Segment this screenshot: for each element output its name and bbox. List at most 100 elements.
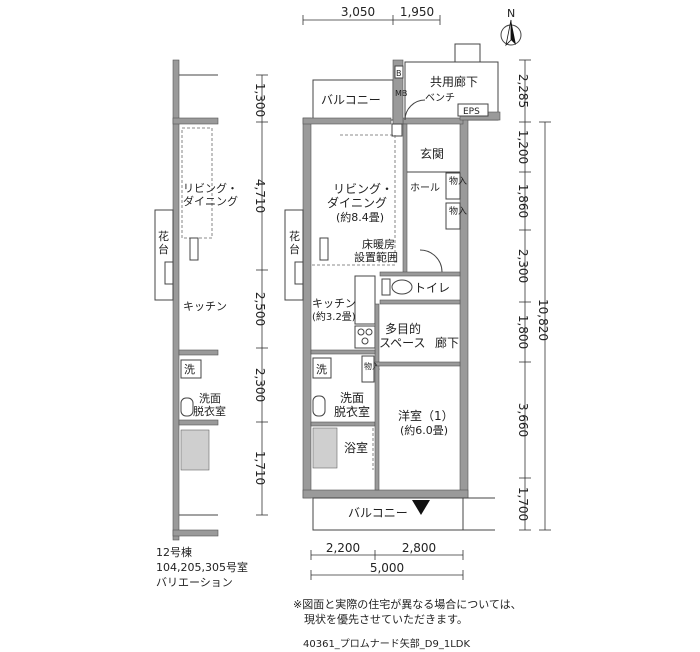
mb-label: MB	[395, 89, 407, 98]
floor-heating-label: 床暖房	[362, 237, 395, 251]
corridor-label: 廊下	[435, 335, 459, 350]
balcony-top-label: バルコニー	[321, 93, 381, 107]
variation-washer	[180, 359, 202, 379]
flower-bed-label: 花	[289, 230, 300, 243]
bath-label: 浴室	[344, 440, 368, 455]
variation-plan: 花 台 リビング・ ダイニング キッチン 洗 洗面 脱衣室 1,300 4,71…	[154, 59, 268, 541]
b-box	[394, 65, 404, 79]
outer-wall-top	[302, 117, 392, 125]
entrance-label: 玄関	[420, 146, 444, 161]
sink	[312, 395, 326, 417]
variation-wall	[178, 349, 219, 356]
corridor-stub	[454, 43, 481, 63]
toilet-bowl	[391, 279, 413, 295]
north-arrow-icon	[505, 19, 512, 47]
balcony-bottom-label: バルコニー	[348, 506, 408, 520]
dimension-label: 1,300	[253, 83, 267, 117]
flower-bed-label: 台	[289, 242, 300, 256]
dimension-label: 3,050	[341, 5, 375, 19]
toilet-wall	[379, 299, 461, 305]
western-room-area: (約6.0畳)	[400, 423, 448, 437]
dimension-label: 2,800	[402, 541, 436, 555]
ac-unit	[294, 261, 304, 285]
variation-living-label: リビング・	[183, 181, 238, 195]
storage-label: 物入	[449, 175, 467, 187]
dressing-label: 脱衣室	[334, 404, 370, 419]
eps-box	[457, 103, 489, 117]
wall	[310, 349, 376, 355]
variation-wall	[172, 529, 219, 537]
outer-wall-left	[302, 117, 312, 499]
kitchen-counter	[354, 275, 376, 325]
main-direction-arrow-icon	[412, 500, 430, 515]
western-room-label: 洋室（1）	[398, 408, 454, 423]
variation-outer-wall	[172, 59, 180, 541]
variation-wall	[172, 117, 219, 125]
dimension-label: 1,710	[253, 451, 267, 485]
burner	[357, 328, 365, 336]
dressing-label: 洗面	[340, 391, 364, 405]
dimension-label: 1,950	[400, 5, 434, 19]
dimension-label: 10,820	[536, 299, 550, 341]
balcony-bottom-area	[312, 497, 464, 531]
variation-bathtub	[180, 429, 210, 471]
dimension-label: 3,660	[516, 403, 530, 437]
disclaimer-line: 現状を優先させていただきます。	[304, 613, 468, 626]
wall	[374, 365, 380, 491]
ac-unit	[319, 237, 329, 261]
dimension-label: 1,800	[516, 315, 530, 349]
toilet-door-swing	[419, 249, 443, 273]
living-label: ダイニング	[327, 195, 387, 210]
multipurpose-label: 多目的	[385, 321, 421, 336]
dimension-label: 4,710	[253, 179, 267, 213]
variation-dressing-label: 脱衣室	[193, 404, 226, 418]
variation-ac-unit	[164, 261, 174, 285]
floor-heating-outline	[312, 134, 396, 266]
variation-flower-label: 花	[158, 230, 169, 243]
variation-flower-label: 台	[158, 242, 169, 256]
north-label: N	[507, 7, 515, 20]
variation-living-label: ダイニング	[183, 194, 238, 208]
variation-ac-unit	[189, 237, 199, 261]
b-label: B	[396, 69, 402, 78]
entrance-door-swing	[404, 99, 426, 121]
dressing-storage	[361, 355, 375, 383]
eps-label: EPS	[463, 107, 480, 117]
dimension-label: 2,285	[516, 74, 530, 108]
common-corridor-label: 共用廊下	[430, 74, 478, 89]
disclaimer-line: ※図面と実際の住宅が異なる場合については、	[293, 598, 522, 611]
wall	[310, 421, 376, 427]
variation-kitchen-label: キッチン	[183, 300, 227, 313]
variation-caption: 12号棟 104,205,305号室 バリエーション	[156, 545, 248, 590]
disclaimer: ※図面と実際の住宅が異なる場合については、 現状を優先させていただきます。	[293, 597, 522, 627]
living-area: (約8.4畳)	[336, 210, 384, 224]
shoe-cabinet	[391, 123, 403, 137]
burner	[365, 328, 373, 336]
main-plan: B MB バルコニー 共用廊下 ベンチ EPS リビング・ ダイニング (約8.…	[284, 5, 551, 580]
washer	[312, 357, 332, 379]
storage-closet	[445, 172, 461, 200]
variation-sink	[180, 397, 194, 417]
toilet-label: トイレ	[414, 281, 450, 295]
multipurpose-label: スペース	[379, 336, 426, 350]
footer-code: 40361_プロムナード矢部_D9_1LDK	[303, 639, 471, 650]
hall-label: ホール	[410, 182, 440, 194]
toilet-wall	[379, 271, 461, 277]
dimension-label: 1,700	[516, 487, 530, 521]
kitchen-area: (約3.2畳)	[312, 310, 356, 323]
storage-label: 物入	[449, 205, 467, 217]
dimension-label: 2,300	[253, 368, 267, 402]
variation-dressing-label: 洗面	[199, 392, 221, 405]
dimension-label: 1,860	[516, 184, 530, 218]
wall	[374, 303, 380, 365]
kitchen-label: キッチン	[312, 297, 356, 310]
storage-closet	[445, 202, 461, 230]
dimension-label: 1,200	[516, 130, 530, 164]
variation-wash-label: 洗	[184, 363, 195, 376]
kitchen-stove	[354, 325, 376, 349]
dressing-storage-label: 物入	[364, 361, 380, 371]
outer-wall-top-right	[402, 117, 464, 125]
variation-wall	[178, 419, 219, 426]
flower-bed	[284, 209, 304, 301]
